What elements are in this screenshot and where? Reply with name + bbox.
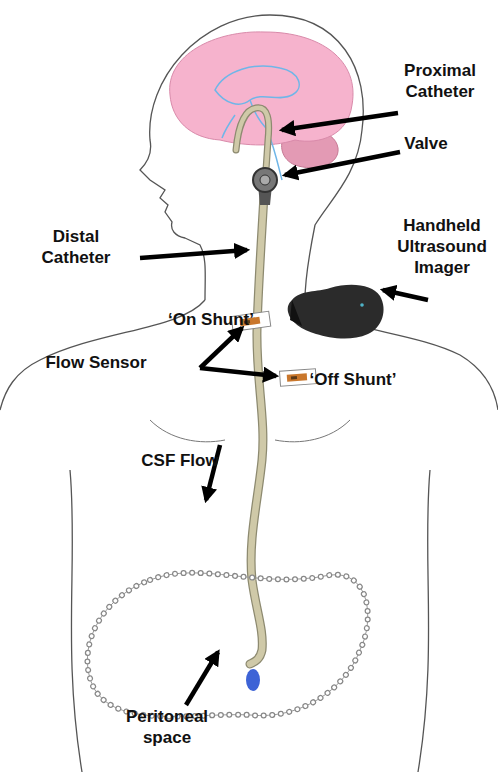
leader-arrows	[140, 113, 428, 705]
ventricle	[215, 66, 299, 104]
distal-catheter	[250, 195, 264, 664]
part-label: ‘On Shunt’	[166, 309, 256, 330]
part-label: Flow Sensor	[40, 352, 152, 373]
peritoneal-beads	[87, 573, 367, 717]
peritoneal-beads	[87, 573, 367, 717]
part-label: Peritoneal space	[112, 706, 222, 748]
imager-head	[290, 300, 302, 326]
leader-arrow	[383, 290, 428, 300]
leader-arrow	[186, 652, 218, 705]
distal-catheter	[250, 195, 264, 664]
proximal-catheter	[236, 108, 269, 170]
catheter-tip	[246, 669, 260, 691]
leader-arrow	[285, 152, 400, 175]
torso-outline	[418, 470, 430, 772]
chest-line	[150, 420, 225, 442]
head-outline	[140, 15, 363, 300]
part-label: Proximal Catheter	[388, 60, 492, 102]
part-label: ‘Off Shunt’	[308, 369, 398, 390]
part-label: Distal Catheter	[20, 226, 132, 268]
leader-arrow	[200, 328, 242, 368]
leader-arrow	[282, 113, 398, 130]
imager-button	[360, 303, 364, 307]
proximal-catheter	[236, 108, 269, 170]
torso-outline	[70, 470, 82, 772]
valve	[253, 168, 277, 192]
brain	[170, 32, 353, 145]
valve-center	[260, 175, 270, 185]
peritoneal-outline	[87, 573, 367, 717]
part-label: Handheld Ultrasound Imager	[386, 215, 498, 278]
ultrasound-imager	[288, 285, 384, 339]
leader-arrow	[200, 368, 276, 376]
part-label: Valve	[398, 133, 454, 154]
part-label: CSF Flow	[140, 450, 220, 471]
chest-line	[275, 420, 350, 442]
leader-arrow	[140, 250, 247, 258]
